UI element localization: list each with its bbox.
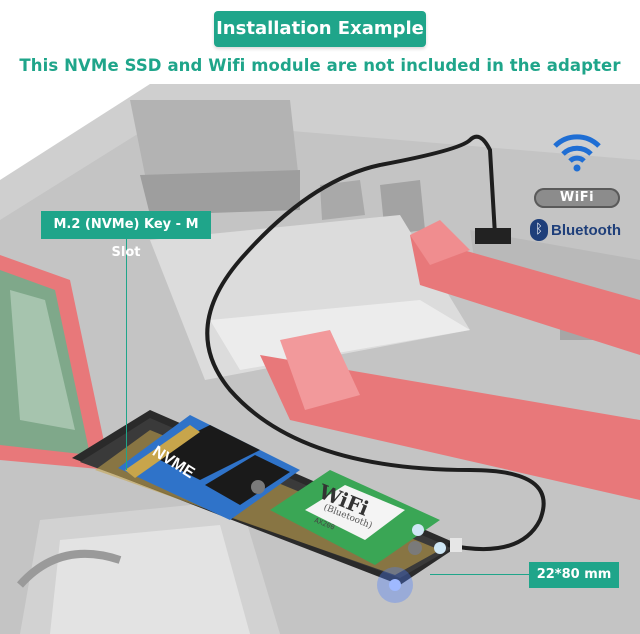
- size-leader: [430, 574, 530, 575]
- bluetooth-text: Bluetooth: [551, 221, 621, 239]
- pcie-slot-top: [410, 235, 640, 355]
- title-badge: Installation Example: [214, 11, 426, 47]
- wifi-logo: WiFi: [534, 188, 620, 208]
- wifi-signal-icon: [553, 134, 601, 172]
- bluetooth-icon: ᛒ: [530, 219, 548, 241]
- bluetooth-logo: ᛒ Bluetooth: [530, 218, 626, 242]
- slot-callout: M.2 (NVMe) Key - M Slot: [41, 211, 211, 260]
- slot-leader-vertical: [126, 238, 127, 470]
- installation-photo: [0, 84, 640, 634]
- bluetooth-cable: [205, 134, 546, 552]
- size-callout: 22*80 mm: [529, 562, 619, 588]
- subtitle: This NVMe SSD and Wifi module are not in…: [19, 56, 621, 75]
